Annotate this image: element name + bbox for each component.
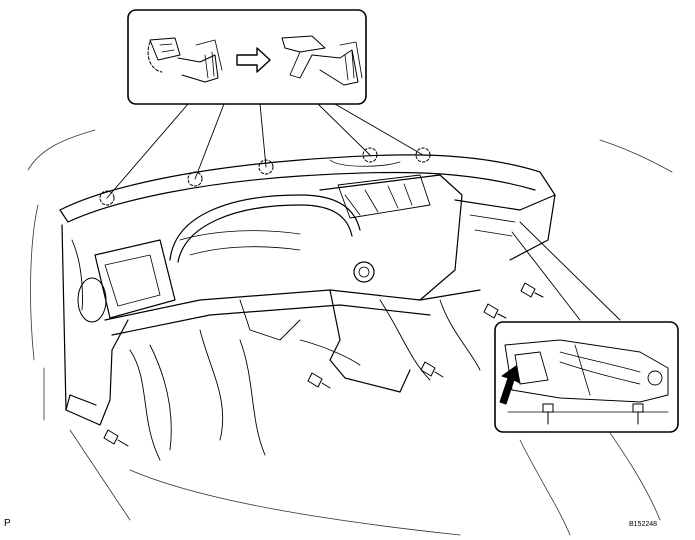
clip-removed-icon: [281, 35, 363, 86]
clip-markers: [99, 147, 431, 206]
center-stack: [94, 174, 463, 319]
wire-harness: [129, 299, 481, 461]
bolt-icon: [520, 282, 544, 298]
clip-marker: [362, 147, 378, 163]
left-end-panel: [61, 224, 129, 426]
figure-code-letter: P: [4, 518, 11, 529]
bolt-icon: [632, 403, 644, 425]
figure-id: B152248: [629, 521, 658, 528]
clip-marker: [415, 147, 431, 163]
bolt-leader-lines: [511, 221, 621, 321]
bolt-icon: [420, 361, 444, 378]
clip-marker: [99, 190, 115, 206]
clip-installed-icon: [147, 37, 223, 83]
bolt-icon: [307, 372, 331, 389]
bolt-icon: [103, 429, 129, 447]
clip-detail-callout: [127, 9, 367, 105]
right-arrow-icon: [236, 47, 271, 73]
bolt-icon: [542, 403, 554, 425]
bolt-icon: [483, 303, 507, 319]
clip-marker: [258, 159, 274, 175]
lower-panel-structure: [104, 194, 556, 393]
bolt-detail-callout: [494, 321, 679, 433]
clip-leader-lines: [106, 103, 424, 199]
bolt-markers: [103, 282, 544, 447]
clip-marker: [187, 171, 203, 187]
meter-hood: [169, 194, 361, 263]
pointer-arrow-icon: [499, 365, 521, 405]
dashboard-top-surface: [59, 154, 556, 223]
